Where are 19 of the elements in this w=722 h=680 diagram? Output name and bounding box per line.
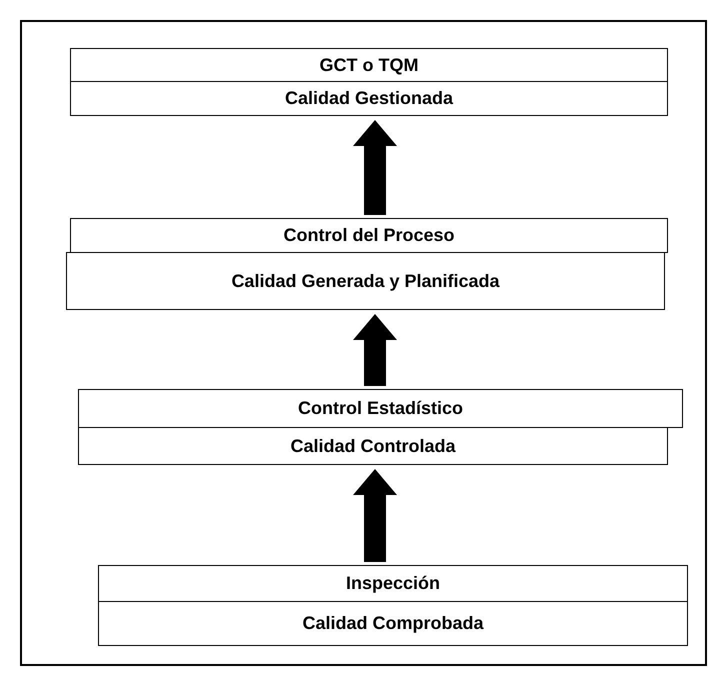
label-box bbox=[78, 427, 668, 465]
block-arrow bbox=[353, 314, 397, 386]
label-box bbox=[70, 218, 668, 253]
block-arrow bbox=[353, 120, 397, 215]
box-text: GCT o TQM bbox=[320, 54, 418, 76]
box-text: Calidad Controlada bbox=[290, 434, 456, 458]
box-text: Inspección bbox=[346, 572, 440, 595]
box-text: Calidad Comprobada bbox=[302, 612, 484, 635]
box-text: Calidad Generada y Planificada bbox=[231, 270, 500, 293]
label-box bbox=[98, 565, 688, 602]
box-text: Calidad Gestionada bbox=[284, 87, 454, 110]
block-arrow bbox=[353, 469, 397, 562]
box-text: Control Estadístico bbox=[298, 397, 463, 420]
label-box bbox=[78, 389, 683, 428]
label-box bbox=[70, 81, 668, 116]
label-box bbox=[70, 48, 668, 82]
label-box bbox=[98, 601, 688, 646]
label-box bbox=[66, 252, 665, 310]
box-text: Control del Proceso bbox=[283, 224, 455, 247]
